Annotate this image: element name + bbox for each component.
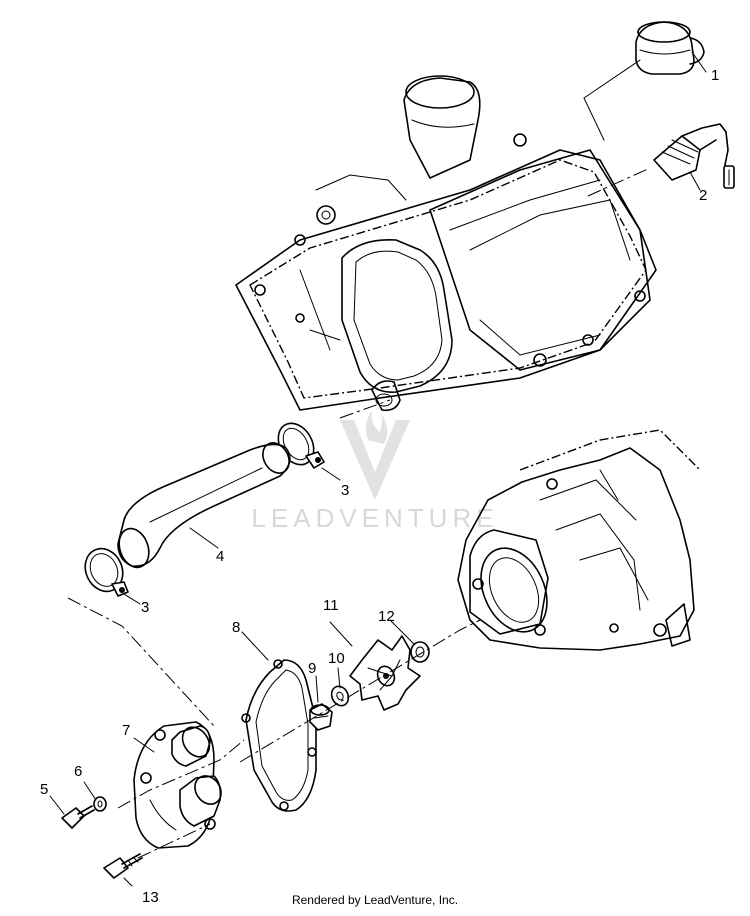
callout-7: 7 — [122, 722, 130, 739]
callout-4: 4 — [216, 548, 224, 565]
callout-13: 13 — [142, 889, 159, 906]
part-9-mechanical-seal — [309, 703, 333, 731]
callout-11: 11 — [323, 597, 339, 614]
part-4-coolant-hose — [117, 442, 291, 569]
part-8-pump-cover-gasket — [241, 659, 317, 812]
callout-10: 10 — [328, 650, 345, 667]
leadventure-watermark: LEADVENTURE — [251, 410, 498, 533]
footer-credit: Rendered by LeadVenture, Inc. — [291, 893, 459, 907]
callout-labels: 1 2 3 4 3 8 11 12 10 9 7 6 5 13 — [40, 67, 719, 906]
part-2-temperature-sensor — [653, 123, 735, 189]
leader-lines — [49, 51, 707, 887]
alignment-lines — [67, 59, 651, 859]
callout-3-lower: 3 — [141, 599, 149, 616]
watermark-logo-icon — [340, 410, 410, 500]
callout-6: 6 — [74, 763, 82, 780]
callout-1: 1 — [711, 67, 719, 84]
part-1-thermostat-housing — [635, 21, 705, 75]
part-11-impeller — [349, 635, 421, 711]
callout-5: 5 — [40, 781, 48, 798]
part-7-water-pump-cover — [133, 721, 222, 849]
callout-2: 2 — [699, 187, 707, 204]
callout-8: 8 — [232, 619, 240, 636]
part-13-flange-bolt — [103, 853, 143, 879]
part-3-hose-clamp-lower — [84, 547, 129, 597]
part-5-bolt — [61, 805, 95, 829]
callout-12: 12 — [378, 608, 395, 625]
part-6-sealing-washer — [93, 796, 107, 812]
callout-9: 9 — [308, 660, 316, 677]
cylinder-head-assembly — [235, 75, 657, 412]
callout-3-upper: 3 — [341, 482, 349, 499]
watermark-text: LEADVENTURE — [251, 503, 498, 533]
part-12-impeller-nut — [410, 641, 430, 663]
crankcase-assembly — [457, 429, 701, 651]
part-10-washer — [330, 685, 350, 707]
